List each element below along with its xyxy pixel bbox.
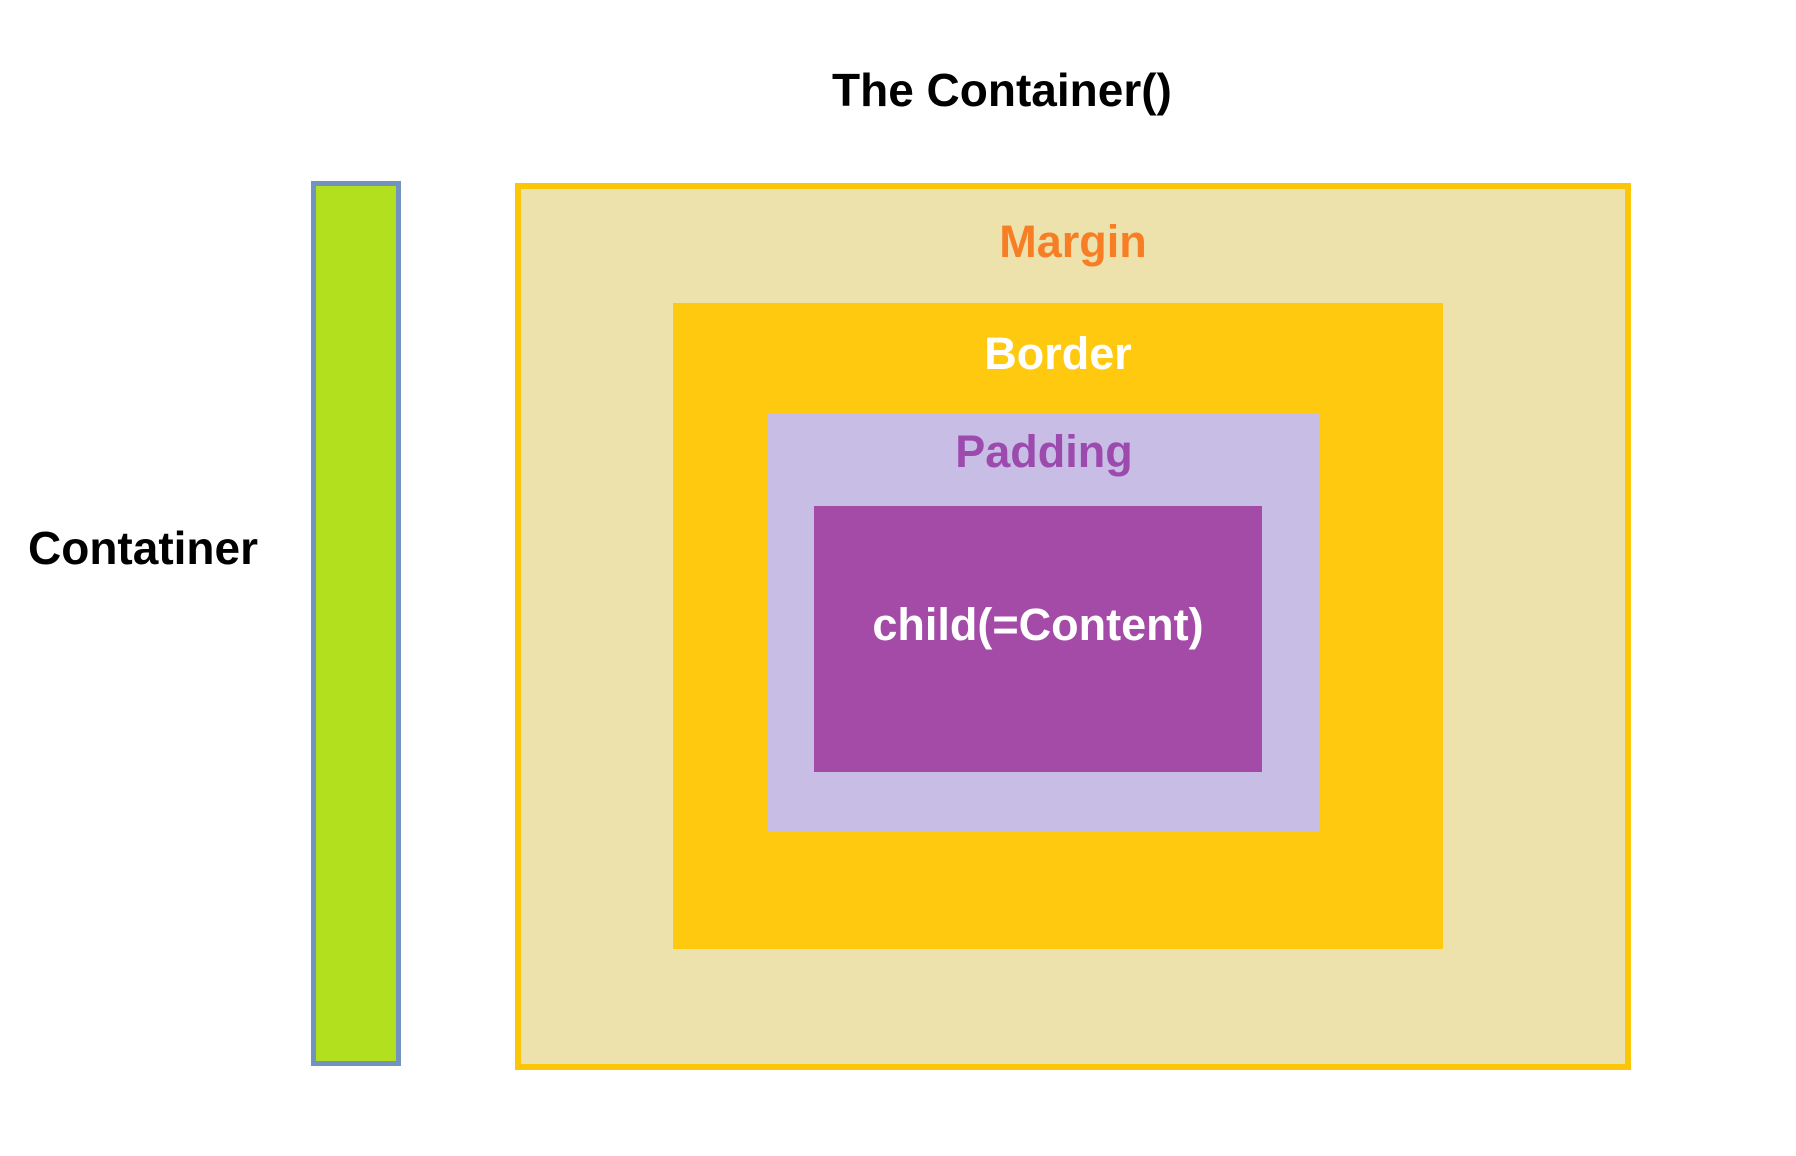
container-side-label: Contatiner [28,522,258,574]
page-title: The Container() [832,64,1172,116]
border-box: Border Padding child(=Content) [673,303,1443,949]
padding-label: Padding [955,426,1133,477]
margin-label: Margin [999,216,1147,267]
child-box: child(=Content) [814,506,1262,772]
child-label: child(=Content) [872,599,1204,650]
container-bar [311,181,401,1066]
margin-box: Margin Border Padding child(=Content) [515,183,1631,1070]
padding-box: Padding child(=Content) [768,413,1320,831]
border-label: Border [984,328,1132,379]
